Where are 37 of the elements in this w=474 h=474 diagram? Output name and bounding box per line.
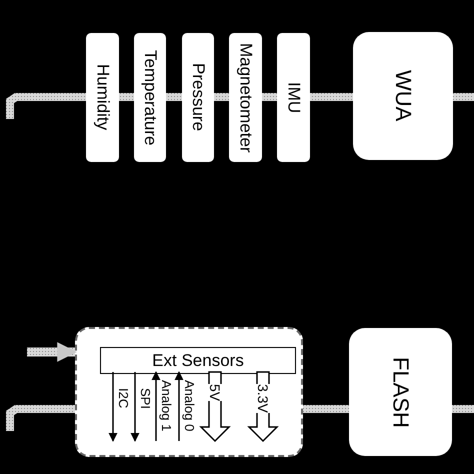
edge-label: 5V (208, 384, 222, 402)
edge-label: 3.3V (256, 384, 270, 413)
bus-line (303, 405, 349, 413)
bus-line (119, 93, 134, 101)
block-label: WUA (390, 70, 416, 122)
bus-line (6, 405, 75, 431)
block-label: IMU (284, 82, 304, 114)
block-label: Magnetometer (236, 42, 256, 152)
edge-label: I2C (117, 388, 130, 408)
block-label: Ext Sensors (152, 350, 244, 370)
module-block (349, 328, 452, 456)
sensor-block (229, 33, 262, 162)
edge-label: SPI (139, 388, 152, 409)
signal-arrow (174, 371, 184, 441)
sensor-block (277, 33, 310, 162)
signal-arrow (130, 372, 140, 442)
edge-label: Analog 1 (160, 380, 173, 432)
block-label: Temperature (140, 50, 160, 146)
signal-arrow (108, 372, 118, 442)
bus-line (214, 93, 229, 101)
signal-arrow (152, 371, 160, 441)
bus-arrow (27, 342, 77, 362)
bus-line (6, 93, 86, 119)
block-label: Humidity (92, 64, 112, 131)
sensor-block (182, 33, 214, 162)
bus-line (310, 93, 353, 101)
bus-line (166, 93, 182, 101)
bus-line (453, 93, 474, 101)
module-block (100, 347, 296, 374)
bus-line (262, 93, 277, 101)
block-label: FLASH (388, 356, 414, 428)
bus-line (452, 405, 474, 413)
module-block (353, 32, 453, 160)
edge-label: Analog 0 (183, 380, 196, 432)
block-label: Pressure (188, 63, 208, 132)
sensor-block (86, 33, 119, 162)
sensor-block (134, 33, 166, 162)
